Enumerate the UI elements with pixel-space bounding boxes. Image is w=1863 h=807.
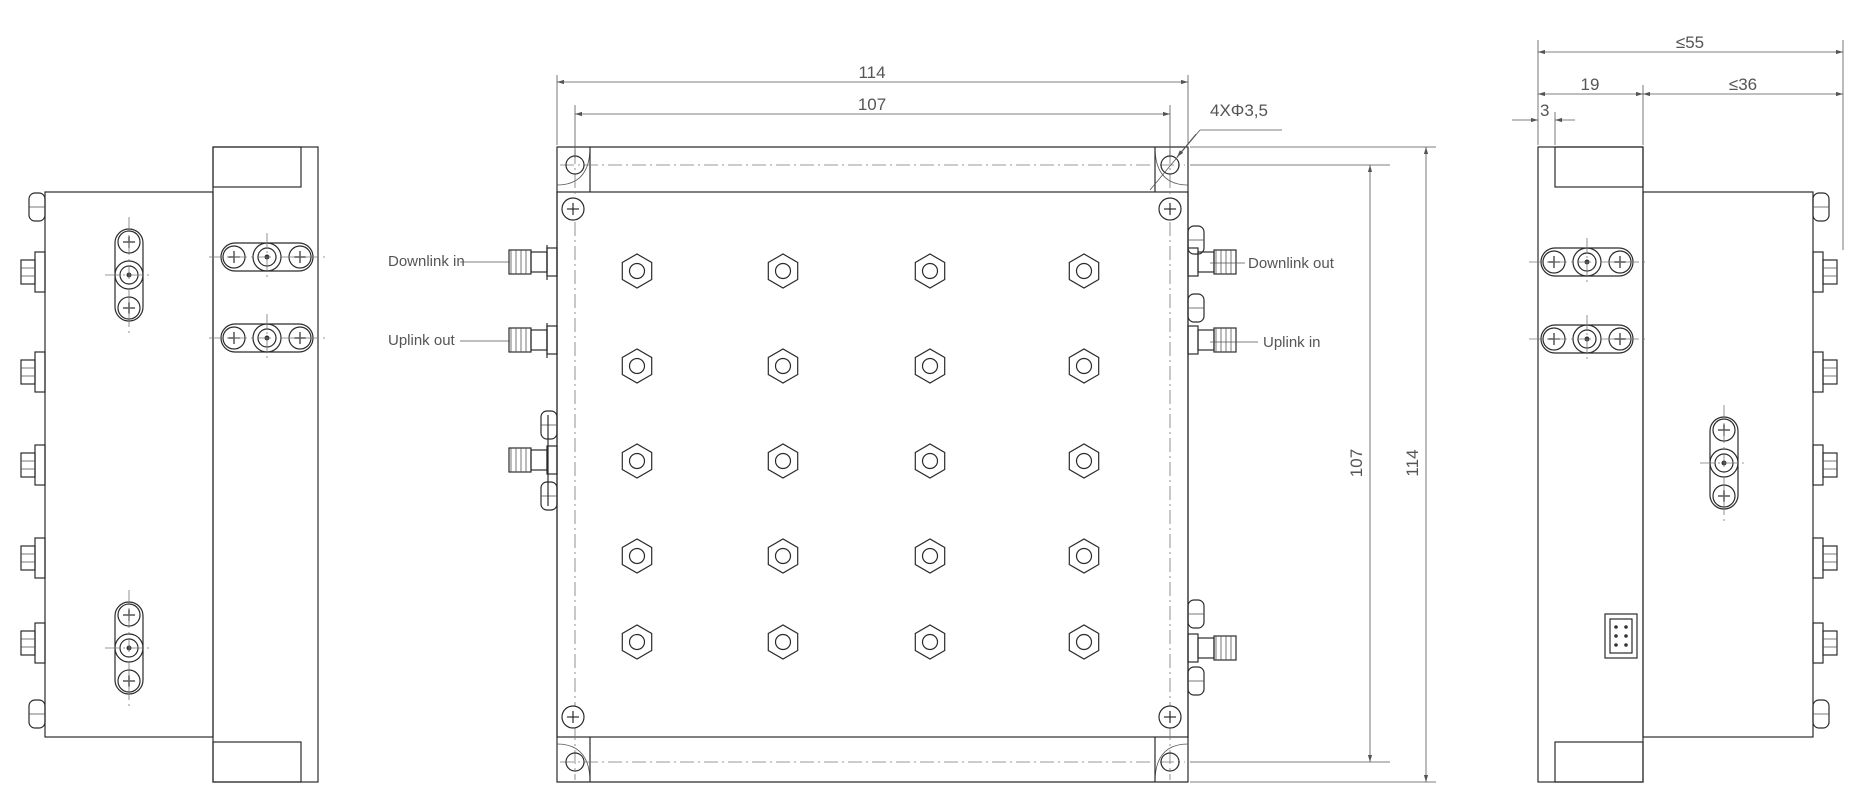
dim-overall-width: 114 [858, 63, 885, 82]
connector-cluster [105, 217, 153, 333]
edge-connector [20, 537, 46, 579]
rf-connector [1187, 599, 1237, 696]
edge-connector [1812, 444, 1838, 486]
edge-connector [1812, 251, 1838, 293]
sma-connector [1187, 247, 1237, 277]
edge-screw [28, 699, 46, 729]
dim-connector-depth-max: ≤36 [1729, 75, 1757, 94]
edge-screw [28, 192, 46, 222]
label-uplink-in: Uplink in [1263, 334, 1321, 351]
dc-connector [508, 410, 558, 511]
connector-cluster [1700, 405, 1748, 521]
sma-connector [508, 325, 558, 355]
screw-icon [561, 705, 585, 729]
edge-screw [1187, 599, 1205, 629]
hex-nut [621, 348, 653, 384]
hex-nut [1068, 443, 1100, 479]
edge-screw [540, 410, 558, 440]
mount-hole [565, 752, 585, 772]
dim-overall-height: 114 [1403, 449, 1422, 476]
edge-connector [1812, 622, 1838, 664]
edge-screw [1187, 293, 1205, 323]
hex-nut [1068, 624, 1100, 660]
hex-nut [914, 253, 946, 289]
connector-cluster [1529, 315, 1645, 363]
hex-nut [914, 538, 946, 574]
hex-nut [767, 538, 799, 574]
hex-nut [767, 253, 799, 289]
connector-cluster [209, 314, 325, 362]
dim-depth-max: ≤55 [1676, 33, 1704, 52]
dim-flange: 3 [1540, 101, 1549, 120]
label-downlink-in: Downlink in [388, 253, 465, 270]
screw-icon [561, 197, 585, 221]
dim-hole-pitch-height: 107 [1347, 449, 1366, 477]
edge-connector [20, 251, 46, 293]
hex-nut [767, 348, 799, 384]
edge-screw [540, 481, 558, 511]
screw-icon [1158, 705, 1182, 729]
hex-nut [914, 443, 946, 479]
edge-connector [20, 622, 46, 664]
hex-nut [621, 624, 653, 660]
hex-nut [914, 624, 946, 660]
sma-connector [508, 445, 558, 475]
label-uplink-out: Uplink out [388, 332, 456, 349]
hex-nut [1068, 253, 1100, 289]
mount-hole [1160, 752, 1180, 772]
hex-nut [767, 624, 799, 660]
dim-hole-pitch-width: 107 [858, 95, 886, 114]
side-dimensions: ≤55 19 ≤36 3 [1512, 33, 1844, 250]
edge-screw [1187, 666, 1205, 696]
data-port-connector [1604, 613, 1638, 659]
edge-screw [1812, 699, 1830, 729]
dim-holes: 4XΦ3,5 [1210, 101, 1268, 120]
front-dimensions: 114 107 4XΦ3,5 107 114 [556, 63, 1436, 783]
hex-nut [621, 253, 653, 289]
edge-screw [1187, 225, 1205, 255]
edge-connector [20, 351, 46, 393]
sma-connector [1187, 633, 1237, 663]
dim-body-depth: 19 [1581, 75, 1600, 94]
front-view [508, 146, 1237, 783]
connector-cluster [105, 590, 153, 706]
right-side-view [1529, 146, 1838, 783]
hex-nut [621, 443, 653, 479]
connector-cluster [1529, 238, 1645, 286]
hex-nut [1068, 538, 1100, 574]
edge-connector [1812, 351, 1838, 393]
edge-screw [1812, 192, 1830, 222]
label-downlink-out: Downlink out [1248, 255, 1335, 272]
screw-icon [1158, 197, 1182, 221]
hex-nut [767, 443, 799, 479]
sma-connector [508, 247, 558, 277]
hex-nut [914, 348, 946, 384]
left-side-view [20, 146, 325, 783]
edge-connector [20, 444, 46, 486]
hex-nut [621, 538, 653, 574]
hex-nut [1068, 348, 1100, 384]
sma-connector [1187, 325, 1237, 355]
edge-connector [1812, 537, 1838, 579]
connector-cluster [209, 233, 325, 281]
